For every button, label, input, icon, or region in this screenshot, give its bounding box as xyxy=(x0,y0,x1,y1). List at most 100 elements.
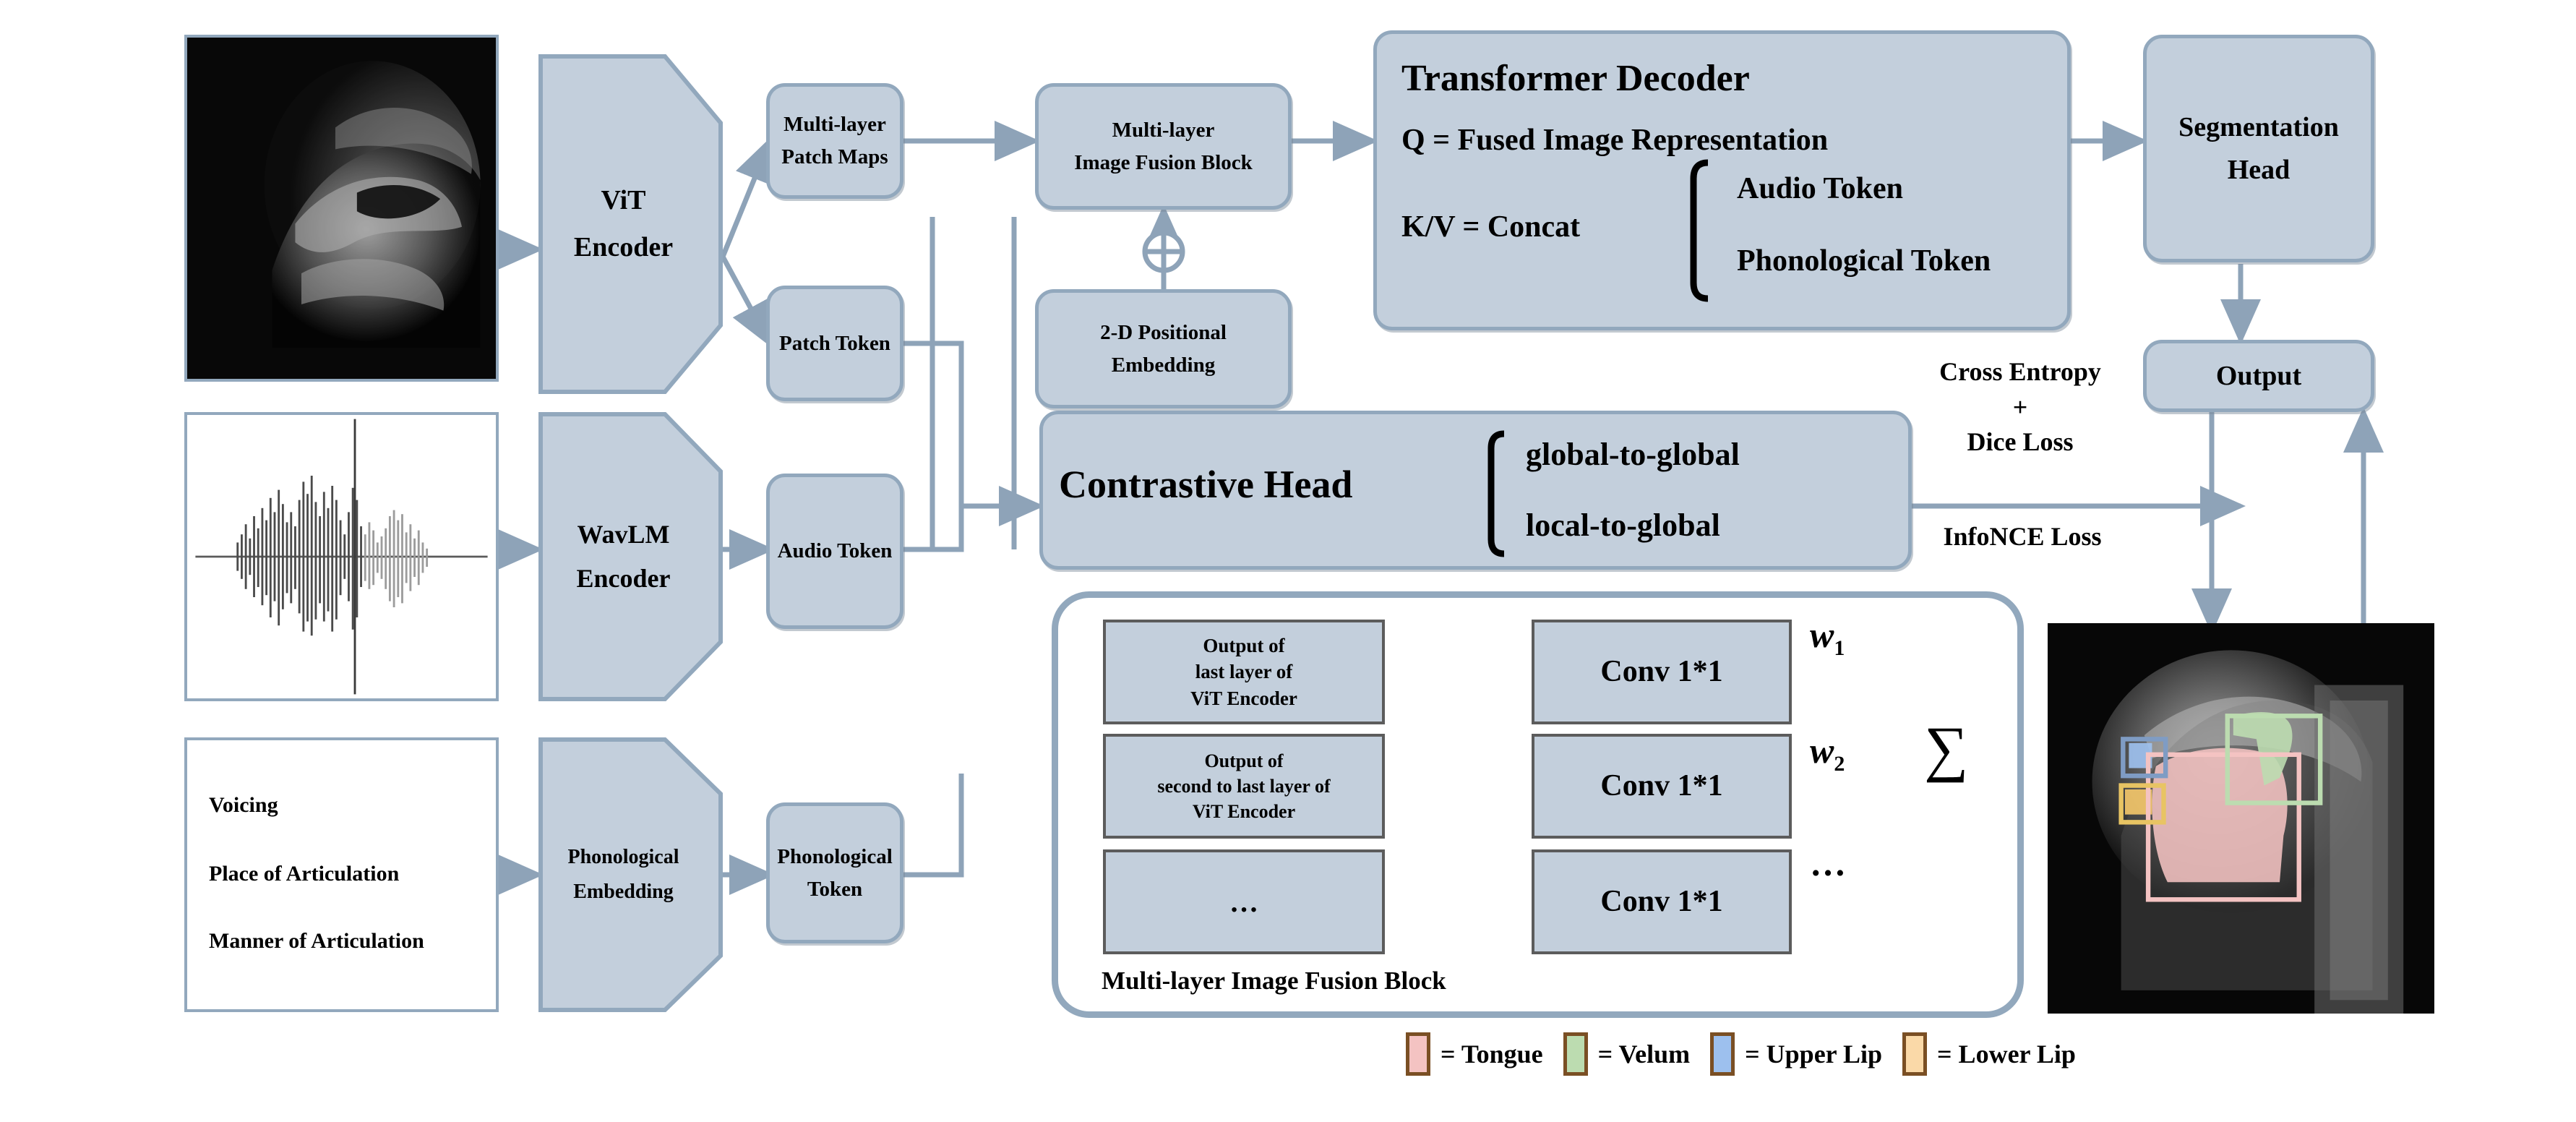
phonological-encoder-line2: Embedding xyxy=(573,881,674,903)
wavlm-encoder-line2: Encoder xyxy=(576,564,671,593)
phonological-embedding-encoder[interactable]: Phonological Embedding xyxy=(538,737,723,1012)
feature-manner-of-articulation: Manner of Articulation xyxy=(209,929,424,953)
mri-sagittal-input xyxy=(184,35,499,382)
decoder-title: Transformer Decoder xyxy=(1401,58,1750,99)
fusion-source-2-line2: second to last layer of xyxy=(1157,775,1331,797)
fusion-block-line2: Image Fusion Block xyxy=(1074,150,1253,174)
decoder-kv-label: K/V = Concat xyxy=(1401,210,1581,244)
fusion-conv-2-label: Conv 1*1 xyxy=(1600,769,1723,803)
phonological-token-line2: Token xyxy=(807,877,863,901)
legend-label-lower-lip: = Lower Lip xyxy=(1937,1040,2076,1069)
fusion-weight-1-symbol: w xyxy=(1810,614,1834,655)
patch-token-label: Patch Token xyxy=(779,331,890,355)
fusion-conv-3-label: Conv 1*1 xyxy=(1600,885,1723,919)
segmentation-head-line1: Segmentation xyxy=(2178,111,2339,142)
feature-place-of-articulation: Place of Articulation xyxy=(209,862,400,886)
mri-input-render xyxy=(187,38,496,379)
legend-label-tongue: = Tongue xyxy=(1441,1040,1543,1069)
fusion-source-box-3[interactable]: … xyxy=(1103,849,1385,954)
fusion-weight-3: … xyxy=(1810,843,1846,883)
vit-encoder-line1: ViT xyxy=(601,185,646,216)
loss-cross-entropy: Cross Entropy xyxy=(1939,357,2101,386)
fusion-source-1-line2: last layer of xyxy=(1195,661,1293,683)
legend-item-upper-lip: = Upper Lip xyxy=(1710,1032,1882,1076)
fusion-source-1-line1: Output of xyxy=(1203,634,1285,656)
legend-item-lower-lip: = Lower Lip xyxy=(1902,1032,2076,1076)
fusion-detail-panel: Output of last layer of ViT Encoder Outp… xyxy=(1052,591,2024,1018)
vit-encoder-line2: Encoder xyxy=(573,232,674,262)
legend-label-velum: = Velum xyxy=(1597,1040,1691,1069)
positional-embedding-line2: Embedding xyxy=(1111,353,1216,377)
tongue-mask xyxy=(2152,748,2288,883)
contrastive-head-box[interactable]: Contrastive Head global-to-global local-… xyxy=(1039,411,1912,570)
wavlm-encoder-line1: WavLM xyxy=(577,519,670,549)
positional-embedding-line1: 2-D Positional xyxy=(1100,320,1227,344)
fusion-conv-box-2[interactable]: Conv 1*1 xyxy=(1532,734,1792,839)
segmentation-head-line2: Head xyxy=(2227,154,2291,185)
fusion-sum-symbol: ∑ xyxy=(1924,714,1969,783)
positional-embedding-box[interactable]: 2-D Positional Embedding xyxy=(1035,289,1292,408)
fusion-block-line1: Multi-layer xyxy=(1112,118,1215,142)
fusion-weight-1-subscript: 1 xyxy=(1834,636,1845,660)
fusion-source-2-line1: Output of xyxy=(1204,750,1284,771)
contrastive-brace xyxy=(1482,430,1511,560)
fusion-conv-1-label: Conv 1*1 xyxy=(1600,655,1723,689)
phonological-token-box[interactable]: Phonological Token xyxy=(766,802,903,943)
vit-encoder-shape xyxy=(538,54,723,394)
tongue-bbox xyxy=(2145,752,2301,902)
fusion-source-box-2[interactable]: Output of second to last layer of ViT En… xyxy=(1103,734,1385,839)
fusion-source-1-line3: ViT Encoder xyxy=(1190,687,1297,709)
velum-bbox xyxy=(2225,714,2323,805)
add-operator-icon xyxy=(1142,230,1185,273)
fusion-detail-caption: Multi-layer Image Fusion Block xyxy=(1102,967,1446,995)
fusion-source-2-line3: ViT Encoder xyxy=(1192,801,1296,823)
phonological-feature-list: Voicing Place of Articulation Manner of … xyxy=(184,737,499,1012)
phonological-encoder-line1: Phonological xyxy=(567,846,679,869)
legend-label-upper-lip: = Upper Lip xyxy=(1745,1040,1883,1069)
segmentation-head-box[interactable]: Segmentation Head xyxy=(2143,35,2374,262)
output-box[interactable]: Output xyxy=(2143,340,2374,412)
output-label: Output xyxy=(2215,360,2302,391)
contrastive-brace-shape xyxy=(1487,430,1505,557)
legend-item-velum: = Velum xyxy=(1563,1032,1691,1076)
lower-lip-bbox xyxy=(2118,783,2166,825)
fusion-source-box-1[interactable]: Output of last layer of ViT Encoder xyxy=(1103,620,1385,724)
decoder-kv-item-phonological: Phonological Token xyxy=(1737,244,1991,278)
phonological-encoder-shape xyxy=(538,737,723,1012)
phonological-encoder-label-group: Phonological Embedding xyxy=(538,737,708,1012)
segmentation-loss-label: Cross Entropy + Dice Loss xyxy=(1897,354,2143,460)
contrastive-head-title: Contrastive Head xyxy=(1059,463,1353,506)
legend-swatch-velum xyxy=(1563,1032,1588,1076)
fusion-source-3-line1: … xyxy=(1229,885,1258,918)
phonological-token-line1: Phonological xyxy=(777,844,893,868)
fusion-weight-2-symbol: w xyxy=(1810,730,1834,771)
contrastive-loss-label: InfoNCE Loss xyxy=(1943,522,2102,551)
patch-token-box[interactable]: Patch Token xyxy=(766,286,903,401)
velum-mask xyxy=(2233,711,2293,786)
segmentation-result-render xyxy=(2048,623,2434,1014)
fusion-weight-1: w1 xyxy=(1810,614,1845,661)
fusion-weight-2-subscript: 2 xyxy=(1834,752,1845,776)
legend-swatch-upper-lip xyxy=(1710,1032,1735,1076)
audio-token-box[interactable]: Audio Token xyxy=(766,474,903,629)
upper-lip-bbox xyxy=(2121,737,2168,779)
audio-waveform-input xyxy=(184,412,499,701)
multi-layer-patch-maps-box[interactable]: Multi-layer Patch Maps xyxy=(766,83,903,199)
transformer-decoder-box[interactable]: Transformer Decoder Q = Fused Image Repr… xyxy=(1373,30,2071,330)
decoder-kv-item-audio: Audio Token xyxy=(1737,172,1903,205)
fusion-weight-2: w2 xyxy=(1810,729,1845,776)
patch-maps-line2: Patch Maps xyxy=(781,145,888,168)
wavlm-encoder-label-group: WavLM Encoder xyxy=(538,412,708,701)
segmentation-result-image xyxy=(2048,623,2434,1014)
decoder-kv-brace xyxy=(1683,158,1715,306)
wavlm-encoder[interactable]: WavLM Encoder xyxy=(538,412,723,701)
decoder-q-line: Q = Fused Image Representation xyxy=(1401,124,1829,157)
kv-brace-shape xyxy=(1690,159,1709,302)
vit-encoder[interactable]: ViT Encoder xyxy=(538,54,723,394)
multi-layer-image-fusion-block-box[interactable]: Multi-layer Image Fusion Block xyxy=(1035,83,1292,210)
fusion-conv-box-1[interactable]: Conv 1*1 xyxy=(1532,620,1792,724)
legend-swatch-tongue xyxy=(1406,1032,1430,1076)
fusion-conv-box-3[interactable]: Conv 1*1 xyxy=(1532,849,1792,954)
loss-plus-sign: + xyxy=(2012,392,2028,421)
